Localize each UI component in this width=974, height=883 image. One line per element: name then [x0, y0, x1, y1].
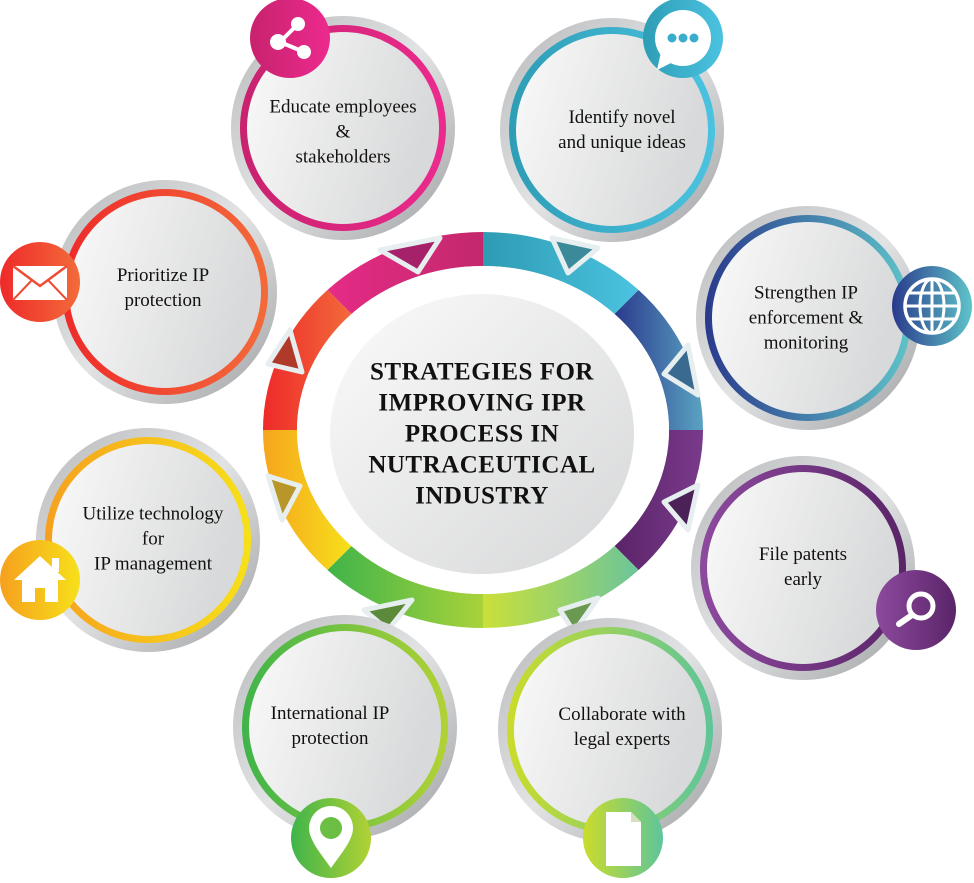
- share-icon: [250, 0, 330, 78]
- node-line: stakeholders: [295, 146, 391, 168]
- node-line: Identify novel: [568, 107, 676, 128]
- node-line: Strengthen IP: [754, 282, 858, 304]
- node-line: File patents: [758, 544, 848, 565]
- title-line: NUTRACEUTICAL: [368, 451, 596, 479]
- node-line: legal experts: [573, 729, 671, 750]
- ring-segment: [263, 430, 352, 571]
- title-line: STRATEGIES FOR: [370, 358, 594, 386]
- node-line: Prioritize IP: [116, 265, 210, 286]
- node-text-educate: Educate employees & stakeholders: [269, 95, 416, 170]
- title-line: PROCESS IN: [404, 420, 560, 448]
- node-identify: [500, 0, 724, 242]
- node-text-international: International IP protection: [271, 701, 390, 751]
- node-text-collaborate: Collaborate with legal experts: [558, 702, 685, 752]
- node-line: for: [141, 528, 165, 550]
- node-disc: [247, 32, 439, 224]
- node-line: International IP: [270, 703, 390, 724]
- flow-arrow: [265, 327, 305, 375]
- center-disk: [330, 294, 634, 574]
- flow-arrow: [661, 482, 701, 533]
- node-strengthen: [696, 206, 972, 430]
- node-line: Educate employees: [269, 96, 417, 118]
- node-collaborate: [498, 618, 722, 878]
- node-text-utilize: Utilize technology for IP management: [83, 502, 224, 577]
- node-text-file: File patents early: [759, 542, 847, 592]
- node-disc: [249, 631, 441, 823]
- ring-segment: [614, 289, 703, 430]
- node-prioritize: [0, 180, 277, 404]
- ring-segment: [483, 545, 639, 628]
- node-disc: [516, 34, 708, 226]
- ring-segment: [483, 232, 639, 315]
- node-line: early: [784, 569, 822, 590]
- node-line: and unique ideas: [558, 132, 686, 153]
- flow-arrow: [265, 473, 303, 523]
- globe-icon: [892, 266, 972, 346]
- node-line: Collaborate with: [558, 704, 686, 725]
- flow-arrow: [557, 595, 601, 635]
- title-line: IMPROVING IPR: [378, 389, 586, 417]
- node-line: &: [335, 121, 351, 143]
- center-disk-fill: [330, 294, 634, 574]
- node-line: monitoring: [763, 332, 849, 354]
- node-disc: [707, 472, 899, 664]
- envelope-icon: [0, 242, 80, 322]
- title-line: INDUSTRY: [415, 482, 549, 510]
- node-international: [233, 615, 457, 878]
- node-text-prioritize: Prioritize IP protection: [117, 263, 209, 313]
- flow-arrow: [549, 235, 601, 276]
- flow-arrow: [661, 342, 701, 398]
- flow-arrow: [377, 235, 443, 275]
- node-disc: [52, 444, 244, 636]
- ring-segment: [614, 430, 703, 571]
- node-file: [691, 456, 956, 680]
- document-icon: [583, 798, 663, 878]
- node-disc: [712, 222, 904, 414]
- center-title: STRATEGIES FOR IMPROVING IPR PROCESS IN …: [368, 357, 595, 512]
- node-educate: [231, 0, 455, 240]
- node-utilize: [0, 428, 260, 652]
- node-line: protection: [124, 290, 202, 311]
- ring-segment: [327, 232, 483, 315]
- chat-bubble-icon: [643, 0, 723, 78]
- node-disc: [69, 196, 261, 388]
- node-line: Utilize technology: [82, 503, 224, 525]
- node-disc: [514, 634, 706, 826]
- node-text-strengthen: Strengthen IP enforcement & monitoring: [749, 281, 863, 356]
- node-line: IP management: [93, 553, 213, 575]
- location-pin-icon: [291, 798, 371, 878]
- search-icon: [876, 570, 956, 650]
- node-line: protection: [291, 728, 369, 749]
- node-line: enforcement &: [748, 307, 864, 329]
- ring-arrows: [265, 235, 701, 635]
- node-text-identify: Identify novel and unique ideas: [558, 105, 686, 155]
- ring-segment: [327, 545, 483, 628]
- ring-segment: [263, 289, 352, 430]
- home-icon: [0, 540, 80, 620]
